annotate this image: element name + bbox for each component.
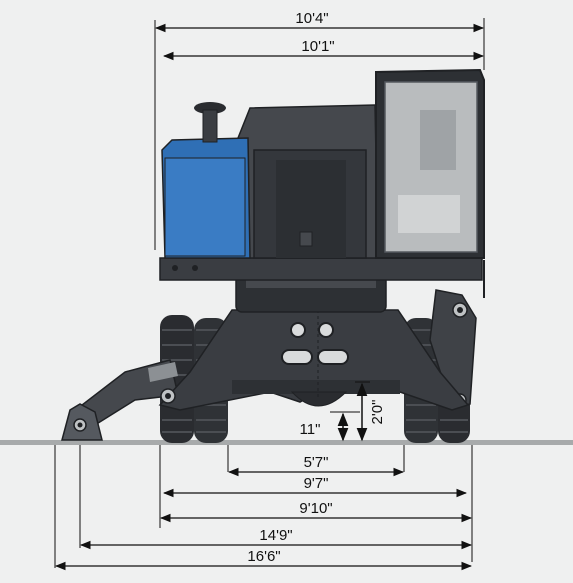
dimension-label-9-10: 9'10"	[299, 500, 332, 517]
operator-cab	[375, 68, 485, 298]
dimension-label-10-4: 10'4"	[295, 10, 328, 27]
axle-ports	[281, 322, 349, 365]
dimension-label-5-7: 5'7"	[304, 454, 329, 471]
axle-height-indicator	[355, 381, 370, 442]
dimension-label-10-1: 10'1"	[301, 38, 334, 55]
upper-structure	[159, 104, 483, 281]
engine-hood	[161, 137, 251, 271]
dimension-label-9-7: 9'7"	[304, 475, 329, 492]
ground-clearance-indicator	[330, 411, 360, 442]
exhaust-stack	[194, 102, 226, 143]
undercarriage	[158, 280, 470, 411]
dimension-label-11: 11"	[300, 421, 321, 438]
ground-line	[0, 440, 573, 445]
dimension-label-14-9: 14'9"	[259, 527, 292, 544]
dimension-label-16-6: 16'6"	[247, 548, 280, 565]
dimension-label-2-0: 2'0"	[369, 400, 386, 425]
